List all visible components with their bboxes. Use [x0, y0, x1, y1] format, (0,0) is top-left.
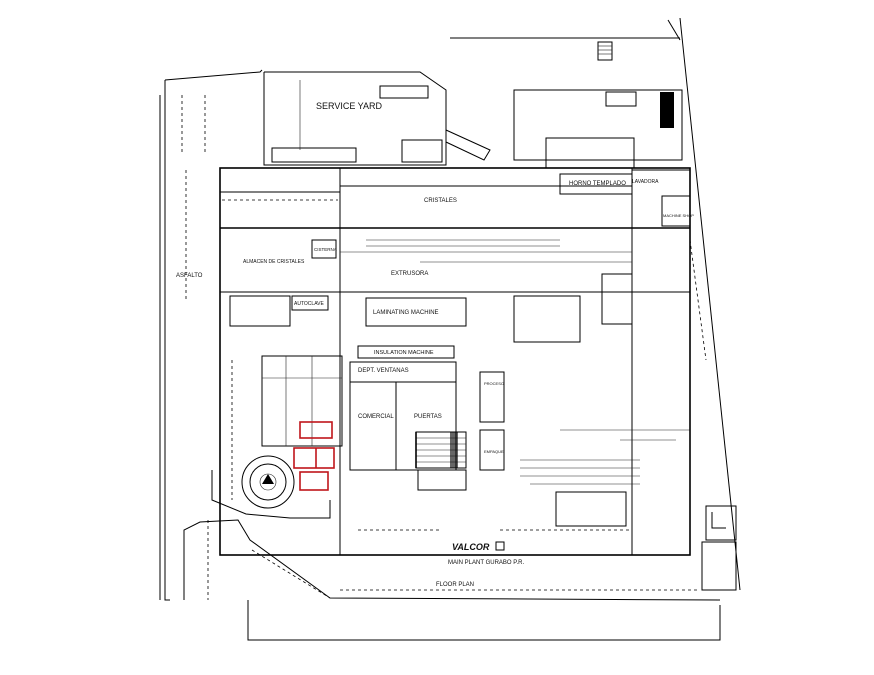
cisterna-label: CISTERNA	[314, 247, 337, 252]
circular-lobby	[211, 455, 331, 519]
brand-icon	[495, 541, 505, 551]
parking-left	[159, 95, 233, 600]
floor-plan-label: FLOOR PLAN	[436, 582, 474, 588]
brand-label: VALCOR	[452, 542, 490, 552]
almacen-label: ALMACEN DE CRISTALES	[243, 259, 305, 265]
autoclave-label: AUTOCLAVE	[294, 301, 324, 307]
room-labels: CRISTALES HORNO TEMPLADO LAVADORA MACHIN…	[176, 179, 694, 588]
right-lower-structures	[701, 505, 737, 591]
insulation-label: INSULATION MACHINE	[374, 350, 434, 356]
top-right-structure	[513, 41, 683, 169]
asfalto-label: ASFALTO	[176, 273, 203, 279]
cristales-label: CRISTALES	[424, 198, 457, 204]
proceso-label: PROCESO	[484, 381, 504, 386]
machine-shop-label: MACHINE SHOP	[663, 213, 694, 218]
empaque-label: EMPAQUE	[484, 449, 504, 454]
stair-hatch	[415, 431, 467, 469]
service-yard-label: SERVICE YARD	[316, 101, 383, 111]
extrusora-label: EXTRUSORA	[391, 271, 428, 277]
dept-ventanas-label: DEPT. VENTANAS	[358, 368, 409, 374]
parking-lower	[183, 519, 721, 601]
laminating-label: LAMINATING MACHINE	[373, 310, 439, 316]
lavadora-label: LAVADORA	[632, 179, 659, 185]
horno-templado-label: HORNO TEMPLADO	[569, 181, 626, 187]
service-yard-area: SERVICE YARD	[263, 71, 491, 166]
main-plant-label: MAIN PLANT GURABO P.R.	[448, 560, 524, 566]
comercial-label: COMERCIAL	[358, 414, 394, 420]
main-building	[219, 167, 707, 556]
office-block	[261, 355, 343, 491]
puertas-label: PUERTAS	[414, 414, 442, 420]
site-boundary	[159, 17, 741, 641]
